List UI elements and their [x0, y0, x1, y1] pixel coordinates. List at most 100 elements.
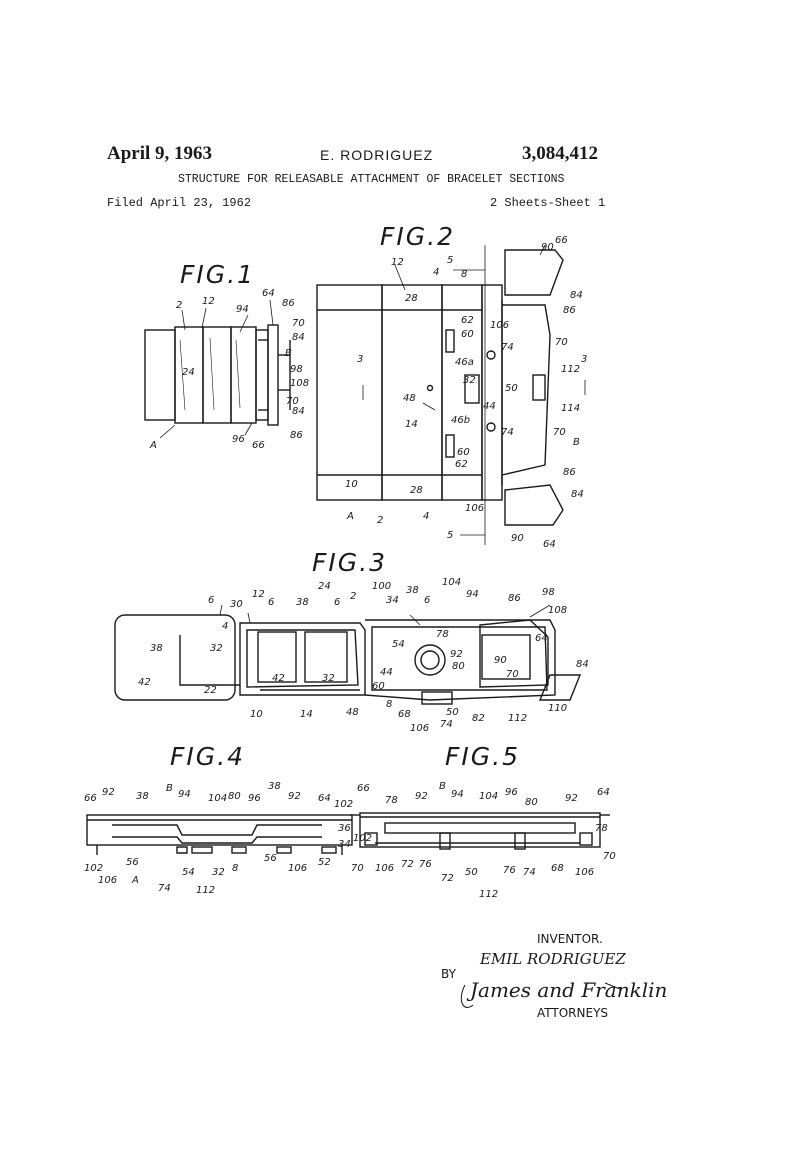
fig3-ref-48: 48 [346, 707, 359, 718]
fig1-ref-64: 64 [262, 288, 275, 299]
fig5-ref-112: 112 [479, 889, 498, 900]
fig5-ref-96: 96 [505, 787, 518, 798]
fig2-ref-90: 90 [541, 242, 554, 253]
fig3-ref-50: 50 [446, 707, 459, 718]
fig5-ref-106b: 106 [575, 867, 594, 878]
fig2-ref-14: 14 [405, 419, 418, 430]
fig5-drawing: 66 78 92 B 94 104 96 80 92 64 78 102 70 … [350, 781, 616, 900]
patent-title: STRUCTURE FOR RELEASABLE ATTACHMENT OF B… [178, 173, 565, 186]
fig5-label: FIG.5 [445, 742, 520, 771]
fig1-ref-86b: 86 [290, 430, 303, 441]
fig2-ref-28b: 28 [410, 485, 423, 496]
fig1-ref-70: 70 [292, 318, 305, 329]
fig5-ref-68: 68 [551, 863, 564, 874]
fig2-ref-114: 114 [561, 403, 580, 414]
fig4-ref-112: 112 [196, 885, 215, 896]
fig2-ref-8: 8 [461, 269, 467, 280]
fig1-ref-2: 2 [176, 300, 182, 311]
fig2-ref-2: 2 [377, 515, 383, 526]
fig3-ref-12: 12 [252, 589, 265, 600]
fig5-ref-102: 102 [353, 833, 372, 844]
fig4-ref-94: 94 [178, 789, 191, 800]
fig2-ref-12: 12 [391, 257, 404, 268]
fig3-ref-10: 10 [250, 709, 263, 720]
fig2-ref-B: B [573, 437, 580, 448]
fig3-ref-64: 64 [535, 633, 548, 644]
fig4-ref-92: 92 [102, 787, 115, 798]
fig2-ref-46b: 46b [451, 415, 470, 426]
fig4-drawing: 66 92 38 B 94 104 80 96 38 92 64 102 36 … [84, 781, 353, 896]
filed-date: Filed April 23, 1962 [107, 196, 252, 210]
fig1-ref-84: 84 [292, 332, 305, 343]
fig2-ref-28: 28 [405, 293, 418, 304]
fig4-ref-8: 8 [232, 863, 238, 874]
fig3-ref-6d: 6 [424, 595, 430, 606]
inventor-header: E. RODRIGUEZ [320, 147, 434, 163]
fig3-ref-104: 104 [442, 577, 461, 588]
fig1-ref-A: A [149, 440, 157, 451]
fig5-ref-92b: 92 [565, 793, 578, 804]
fig4-ref-54: 54 [182, 867, 195, 878]
fig4-ref-56: 56 [126, 857, 139, 868]
fig1-label: FIG.1 [180, 260, 255, 289]
fig1-ref-B: B [285, 348, 292, 359]
fig4-ref-38b: 38 [268, 781, 281, 792]
fig4-ref-102b: 102 [84, 863, 103, 874]
fig1-ref-66: 66 [252, 440, 265, 451]
fig2-ref-60b: 60 [457, 447, 470, 458]
attorneys-signature: James and Franklin [470, 978, 668, 1002]
fig3-ref-80: 80 [452, 661, 465, 672]
fig5-ref-64: 64 [597, 787, 610, 798]
fig5-ref-92: 92 [415, 791, 428, 802]
fig2-ref-3b: 3 [581, 354, 587, 365]
patent-date: April 9, 1963 [107, 143, 213, 164]
fig5-ref-70b: 70 [603, 851, 616, 862]
fig5-ref-72: 72 [401, 859, 414, 870]
fig4-ref-80: 80 [228, 791, 241, 802]
fig3-ref-6: 6 [208, 595, 214, 606]
fig5-ref-66: 66 [357, 783, 370, 794]
inventor-name: EMIL RODRIGUEZ [480, 950, 626, 968]
fig3-ref-8: 8 [386, 699, 392, 710]
fig4-ref-102: 102 [334, 799, 353, 810]
fig2-ref-44: 44 [483, 401, 496, 412]
fig3-ref-100: 100 [372, 581, 391, 592]
fig4-label: FIG.4 [170, 742, 245, 771]
fig3-ref-34: 34 [386, 595, 399, 606]
fig4-ref-A: A [131, 875, 139, 886]
fig3-ref-94: 94 [466, 589, 479, 600]
fig2-ref-32: 32 [463, 375, 476, 386]
fig5-ref-70: 70 [351, 863, 364, 874]
fig3-ref-74: 74 [440, 719, 453, 730]
fig3-ref-22: 22 [204, 685, 217, 696]
fig3-ref-38: 38 [296, 597, 309, 608]
fig3-ref-4: 4 [222, 621, 228, 632]
fig4-ref-36: 36 [338, 823, 351, 834]
fig3-ref-30: 30 [230, 599, 243, 610]
sheet-number: 2 Sheets-Sheet 1 [490, 196, 606, 210]
fig1-ref-12: 12 [202, 296, 215, 307]
fig2-ref-106b: 106 [465, 503, 484, 514]
fig3-ref-32b: 32 [322, 673, 335, 684]
fig1-ref-70b: 70 [286, 396, 299, 407]
fig3-ref-6b: 6 [268, 597, 274, 608]
fig3-ref-24: 24 [318, 581, 331, 592]
attorneys-caption: ATTORNEYS [537, 1006, 609, 1020]
fig4-ref-96: 96 [248, 793, 261, 804]
fig3-ref-6c: 6 [334, 597, 340, 608]
fig2-ref-48: 48 [403, 393, 416, 404]
fig3-ref-32: 32 [210, 643, 223, 654]
fig5-ref-72b: 72 [441, 873, 454, 884]
fig3-ref-38b: 38 [406, 585, 419, 596]
fig2-ref-3: 3 [357, 354, 363, 365]
fig1-ref-98: 98 [290, 364, 303, 375]
fig2-ref-106: 106 [490, 320, 509, 331]
fig3-ref-86: 86 [508, 593, 521, 604]
fig2-ref-70: 70 [555, 337, 568, 348]
fig5-ref-80: 80 [525, 797, 538, 808]
fig2-drawing: 12 5 4 8 90 66 28 84 86 106 62 60 70 46a… [316, 235, 587, 550]
fig4-ref-64: 64 [318, 793, 331, 804]
fig3-ref-92: 92 [450, 649, 463, 660]
fig1-ref-84b: 84 [292, 406, 305, 417]
fig3-ref-60: 60 [372, 681, 385, 692]
